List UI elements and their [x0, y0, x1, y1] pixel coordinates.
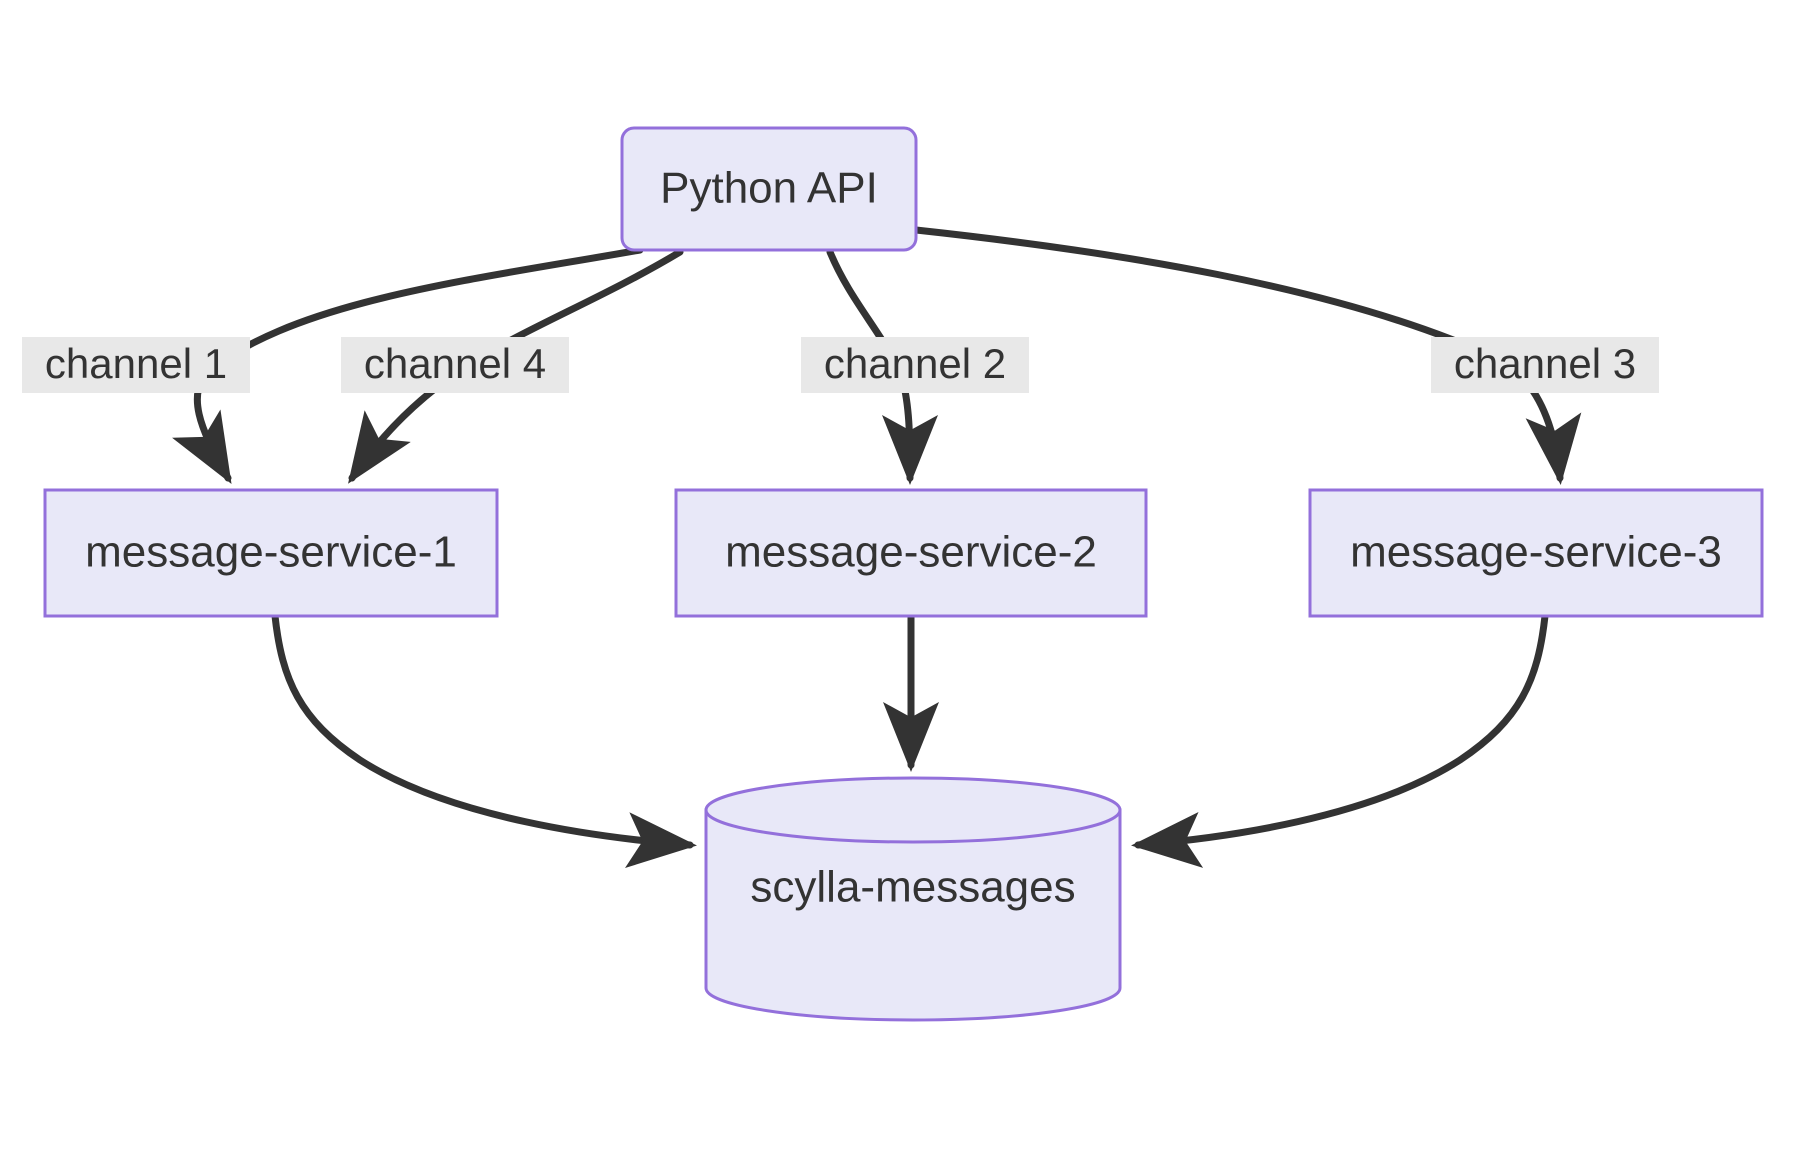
edge-label-channel-1: channel 1 [22, 337, 250, 393]
message-service-2-shape[interactable] [674, 488, 1148, 618]
channel-4-label-bg [341, 337, 569, 393]
python-api-shape[interactable] [620, 126, 918, 252]
channel-3-label-bg [1431, 337, 1659, 393]
channel-2-label-bg [801, 337, 1029, 393]
edge-channel-3-path [912, 226, 1582, 485]
channel-3-label: channel 3 [1454, 340, 1636, 387]
message-service-1-label: message-service-1 [85, 528, 457, 577]
node-python-api[interactable]: Python API [620, 126, 918, 252]
edge-label-channel-3: channel 3 [1431, 337, 1659, 393]
channel-1-label-bg [22, 337, 250, 393]
node-message-service-2[interactable]: message-service-2 [674, 488, 1148, 618]
scylla-messages-cylinder-body[interactable] [704, 808, 1122, 1022]
node-message-service-3[interactable]: message-service-3 [1308, 488, 1764, 618]
scylla-messages-label: scylla-messages [750, 863, 1075, 912]
python-api-label: Python API [660, 164, 878, 213]
channel-1-label: channel 1 [45, 340, 227, 387]
message-service-3-shape[interactable] [1308, 488, 1764, 618]
message-service-3-label: message-service-3 [1350, 528, 1722, 577]
channel-4-label: channel 4 [364, 340, 546, 387]
edge-ms1-to-db-path [271, 612, 697, 869]
message-service-1-shape[interactable] [43, 488, 499, 618]
edge-label-channel-4: channel 4 [341, 337, 569, 393]
edge-channel-1-path [172, 246, 644, 485]
channel-2-label: channel 2 [824, 340, 1006, 387]
node-scylla-messages[interactable]: scylla-messages [704, 776, 1122, 1022]
edge-group-services-to-db [271, 612, 1549, 869]
edge-label-channel-2: channel 2 [801, 337, 1029, 393]
node-message-service-1[interactable]: message-service-1 [43, 488, 499, 618]
scylla-messages-cylinder-top [704, 776, 1122, 844]
edge-ms3-to-db-path [1131, 612, 1549, 868]
message-service-2-label: message-service-2 [725, 528, 1097, 577]
